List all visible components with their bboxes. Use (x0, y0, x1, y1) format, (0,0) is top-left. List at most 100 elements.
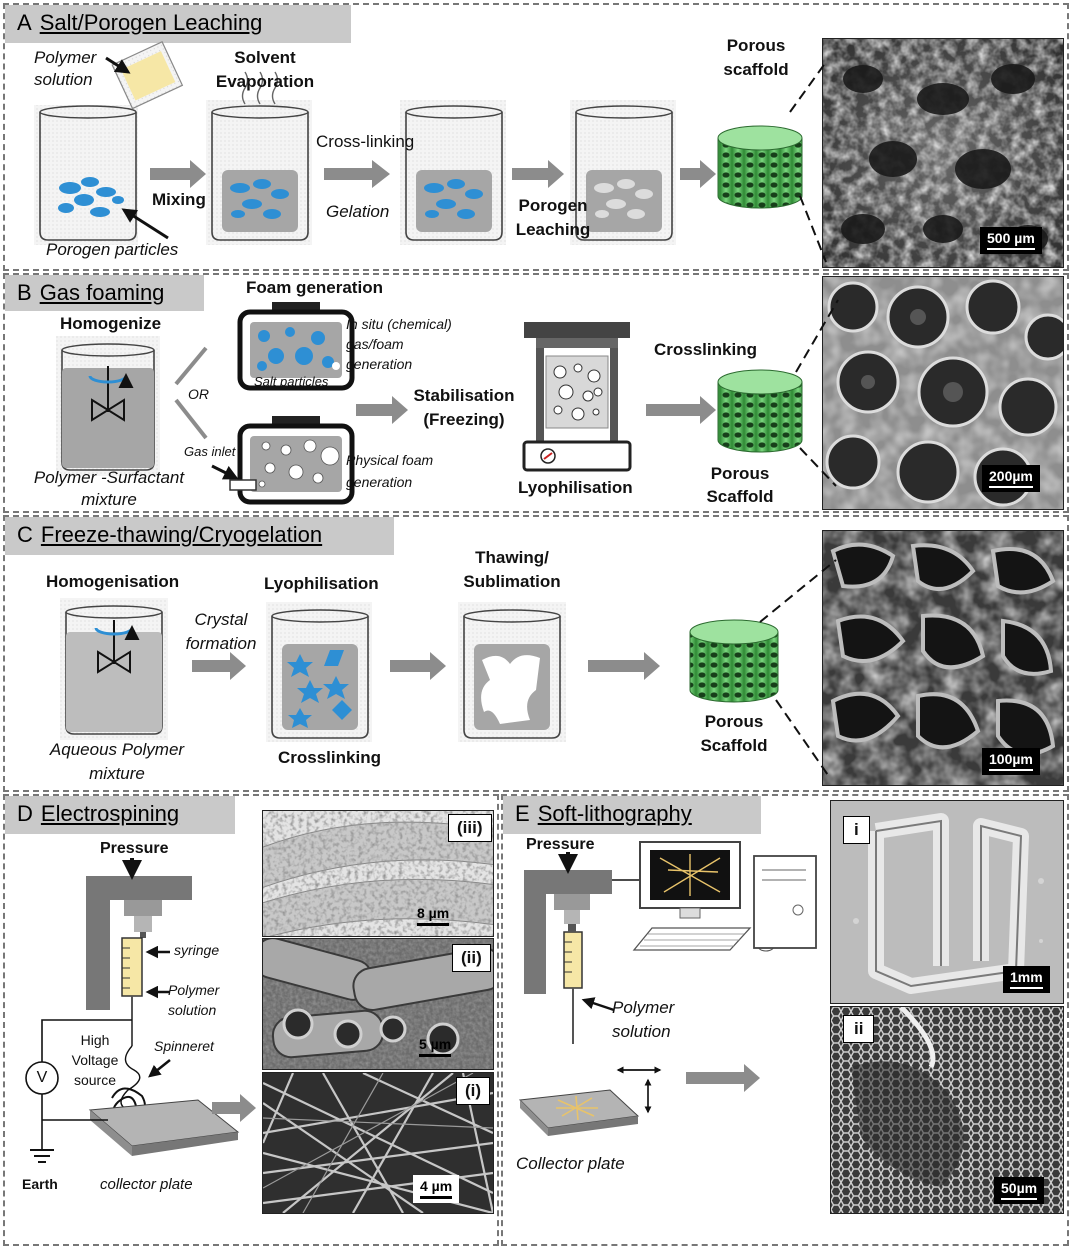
label-a-solvent-2: Evaporation (215, 72, 315, 91)
label-b-foam-generation: Foam generation (246, 278, 383, 297)
beaker-a4 (570, 100, 676, 245)
label-b-polymer-surfactant-1: Polymer -Surfactant (33, 468, 185, 487)
foam-chamber-chemical (237, 302, 355, 391)
panel-d-banner: D Electrospining (5, 796, 235, 834)
scale-bar-e-i: 1mm (1003, 966, 1050, 993)
panel-a-title: Salt/Porogen Leaching (39, 10, 263, 35)
label-b-stabilisation-2: (Freezing) (423, 410, 505, 429)
label-c-crystal-2: formation (185, 634, 257, 653)
label-d-high-voltage-3: source (73, 1072, 117, 1088)
label-b-in-situ-2: gas/foam (346, 336, 404, 352)
scale-bar-d-iii: 8 µm (410, 902, 456, 930)
label-d-pressure: Pressure (100, 840, 169, 857)
scale-bar-d-i: 4 µm (413, 1175, 460, 1203)
label-c-porous-scaffold-1: Porous (704, 712, 764, 731)
label-d-i: (i) (456, 1077, 491, 1105)
label-c-crosslinking: Crosslinking (278, 748, 381, 767)
label-b-salt-particles: Salt particles (254, 374, 329, 389)
label-c-lyophilisation: Lyophilisation (264, 574, 379, 593)
label-c-crystal-1: Crystal (194, 610, 248, 629)
panel-a-banner: A Salt/Porogen Leaching (5, 5, 351, 43)
label-a-gelation: Gelation (326, 202, 390, 221)
panel-a-frame (3, 3, 1069, 271)
process-arrows-b (356, 396, 716, 424)
panel-d-title: Electrospining (40, 801, 180, 826)
foam-chamber-physical (229, 416, 355, 505)
label-b-in-situ-3: generation (346, 356, 413, 372)
electrospinning-apparatus (25, 876, 240, 1163)
panel-b-frame (3, 273, 1069, 513)
label-b-physical-foam-1: Physical foam (346, 452, 434, 468)
label-b-stabilisation-1: Stabilisation (413, 386, 515, 405)
label-b-or: OR (188, 386, 209, 402)
scale-bar-d-ii: 5 µm (412, 1033, 458, 1061)
panel-b-title: Gas foaming (39, 280, 165, 305)
scale-bar-b: 200µm (982, 465, 1040, 492)
sem-image-e-ii (830, 1006, 1064, 1214)
label-c-aqueous-polymer-1: Aqueous Polymer (49, 740, 185, 759)
panel-d-frame (3, 794, 499, 1246)
panel-b-banner: B Gas foaming (5, 275, 204, 311)
panel-e-banner: E Soft-lithography (503, 796, 761, 834)
label-e-collector-plate: Collector plate (516, 1154, 625, 1173)
panel-b-letter: B (17, 280, 32, 305)
label-d-spinneret: Spinneret (154, 1038, 214, 1054)
panel-c-frame (3, 515, 1069, 792)
label-e-polymer-solution-1: Polymer (612, 998, 675, 1017)
beaker-c1 (60, 598, 168, 740)
beaker-a2 (206, 71, 312, 245)
label-c-thawing-2: Sublimation (463, 572, 561, 591)
label-a-solvent-1: Solvent (234, 48, 296, 67)
scaffold-cylinder-a (717, 125, 803, 209)
label-e-polymer-solution-2: solution (612, 1022, 671, 1041)
label-a-porous-scaffold-1: Porous (726, 36, 786, 55)
label-d-high-voltage-1: High (80, 1032, 110, 1048)
label-d-high-voltage-2: Voltage (71, 1052, 119, 1068)
label-d-v: V (36, 1069, 48, 1086)
panel-e-title: Soft-lithography (537, 801, 692, 826)
beaker-a3 (400, 100, 506, 245)
arrow-d (212, 1094, 256, 1122)
label-d-polymer-solution-1: Polymer (168, 982, 220, 998)
scale-bar-e-ii: 50µm (994, 1177, 1045, 1204)
label-a-porogen-leaching-1: Porogen (518, 196, 588, 215)
beaker-c2 (266, 602, 372, 742)
label-d-iii: (iii) (448, 814, 492, 842)
label-c-homogenisation: Homogenisation (46, 572, 180, 591)
label-e-pressure: Pressure (526, 836, 595, 853)
label-b-in-situ-1: In situ (chemical) (346, 316, 452, 332)
panel-e-frame (501, 794, 1069, 1246)
beaker-c3 (458, 602, 566, 742)
beaker-b1 (56, 336, 160, 476)
label-b-crosslinking: Crosslinking (654, 340, 757, 359)
label-e-ii: ii (843, 1015, 875, 1043)
process-arrows-a (150, 160, 716, 188)
scaffold-cylinder-c (689, 619, 779, 703)
label-c-porous-scaffold-2: Scaffold (700, 736, 768, 755)
panel-e-letter: E (515, 801, 530, 826)
label-c-aqueous-polymer-2: mixture (89, 764, 145, 783)
bioprinter-apparatus (518, 841, 817, 1136)
label-a-mixing: Mixing (152, 190, 206, 209)
label-a-porogen-particles: Porogen particles (46, 240, 179, 259)
label-a-polymer-solution-1: Polymer (34, 48, 97, 67)
label-b-porous-scaffold-1: Porous (710, 464, 770, 483)
label-d-polymer-solution-2: solution (168, 1002, 217, 1018)
panel-d-letter: D (17, 801, 33, 826)
process-arrows-c (192, 652, 660, 680)
label-b-homogenize: Homogenize (60, 314, 162, 333)
label-b-lyophilisation: Lyophilisation (518, 478, 633, 497)
label-b-physical-foam-2: generation (346, 474, 413, 490)
label-d-earth: Earth (22, 1176, 58, 1192)
arrow-e (686, 1064, 760, 1092)
panel-a-letter: A (17, 10, 32, 35)
label-b-polymer-surfactant-2: mixture (81, 490, 137, 509)
pouring-cup (111, 40, 184, 110)
sem-image-c (822, 530, 1064, 786)
lyophiliser-b (522, 322, 632, 472)
label-d-syringe: syringe (174, 942, 220, 958)
label-e-i: i (843, 816, 870, 844)
